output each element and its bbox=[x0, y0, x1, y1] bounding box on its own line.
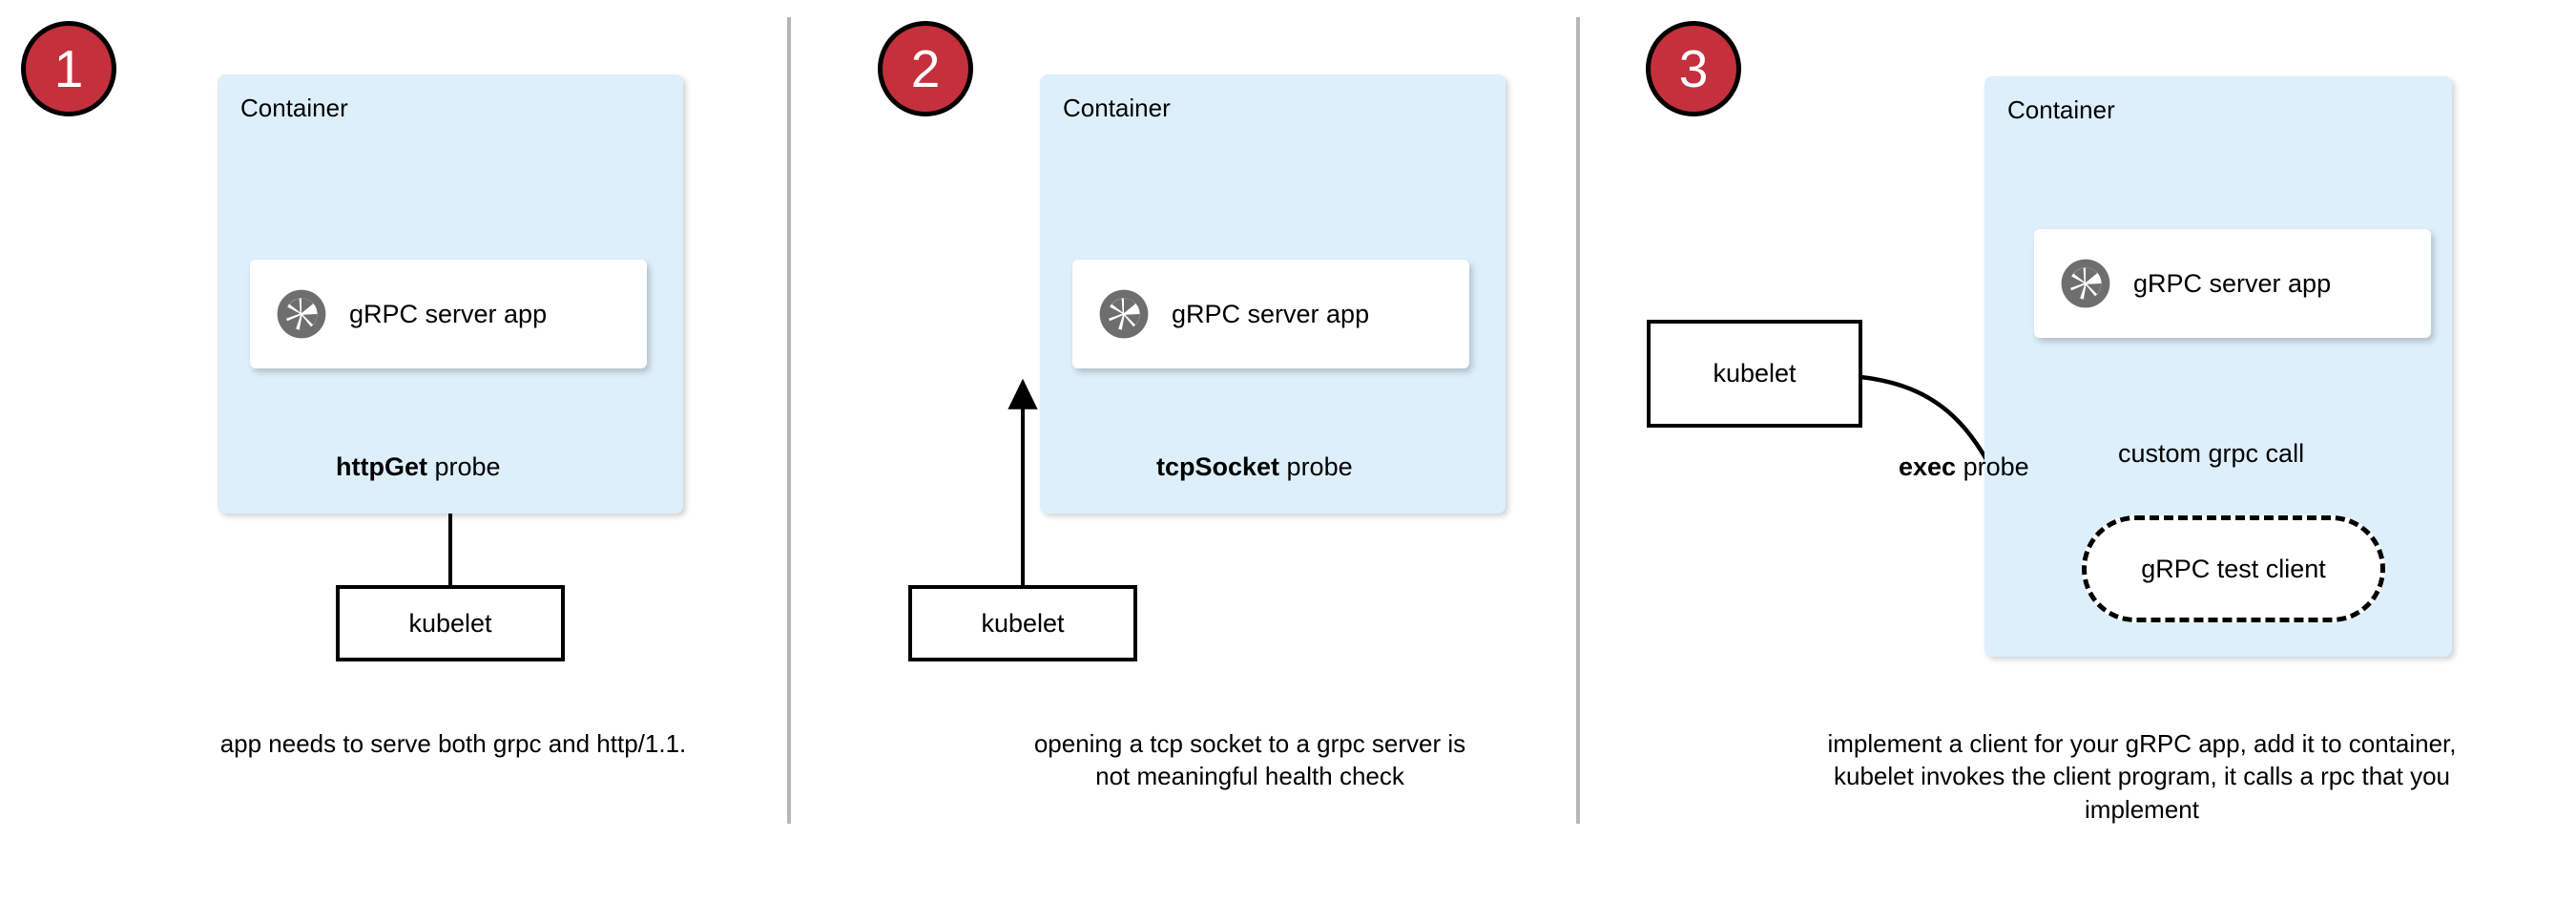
grpc-aperture-icon bbox=[2061, 259, 2110, 308]
probe-suffix-httpget: probe bbox=[426, 452, 501, 481]
grpc-server-app-card-1: gRPC server app bbox=[250, 260, 647, 368]
panel-separator-1 bbox=[787, 17, 791, 824]
caption-3: implement a client for your gRPC app, ad… bbox=[1827, 729, 2457, 824]
probe-label-tcpsocket: tcpSocket probe bbox=[1156, 452, 1353, 482]
probe-label-exec: exec probe bbox=[1899, 452, 2029, 482]
step-badge-3: 3 bbox=[1646, 21, 1741, 116]
caption-2: opening a tcp socket to a grpc server is… bbox=[1033, 729, 1466, 791]
kubelet-label-3: kubelet bbox=[1713, 359, 1797, 388]
probe-suffix-exec: probe bbox=[1956, 452, 2029, 481]
grpc-aperture-icon bbox=[277, 289, 326, 339]
caption-1: app needs to serve both grpc and http/1.… bbox=[219, 729, 687, 758]
grpc-server-app-label-2: gRPC server app bbox=[1172, 299, 1370, 328]
probe-name-httpget: httpGet bbox=[336, 452, 427, 481]
kubelet-label-2: kubelet bbox=[981, 608, 1065, 638]
probe-name-exec: exec bbox=[1899, 452, 1957, 481]
probe-suffix-tcpsocket: probe bbox=[1279, 452, 1353, 481]
container-label-1: Container bbox=[240, 94, 348, 122]
grpc-aperture-icon bbox=[1099, 289, 1149, 339]
step-badge-1: 1 bbox=[21, 21, 116, 116]
custom-grpc-call-label: custom grpc call bbox=[2118, 439, 2305, 468]
grpc-test-client-box: gRPC test client bbox=[2082, 515, 2385, 622]
step-badge-2: 2 bbox=[878, 21, 973, 116]
grpc-server-app-label-3: gRPC server app bbox=[2133, 268, 2332, 298]
grpc-server-app-card-3: gRPC server app bbox=[2034, 229, 2431, 338]
probe-name-tcpsocket: tcpSocket bbox=[1156, 452, 1280, 481]
grpc-test-client-label: gRPC test client bbox=[2141, 554, 2326, 583]
container-label-2: Container bbox=[1063, 94, 1171, 122]
kubelet-box-1: kubelet bbox=[336, 585, 565, 661]
panel-separator-2 bbox=[1576, 17, 1580, 824]
probe-label-httpget: httpGet probe bbox=[336, 452, 501, 482]
container-label-3: Container bbox=[2007, 95, 2115, 124]
grpc-server-app-label-1: gRPC server app bbox=[349, 299, 548, 328]
kubelet-box-2: kubelet bbox=[908, 585, 1137, 661]
kubelet-box-3: kubelet bbox=[1647, 320, 1862, 428]
kubelet-label-1: kubelet bbox=[408, 608, 492, 638]
grpc-server-app-card-2: gRPC server app bbox=[1072, 260, 1469, 368]
